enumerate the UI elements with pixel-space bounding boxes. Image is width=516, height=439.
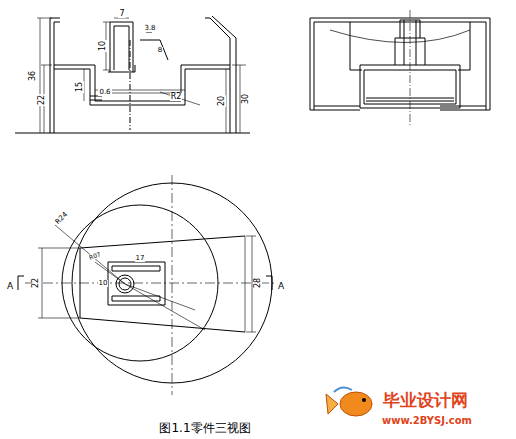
dimension-text: A bbox=[277, 282, 285, 291]
dimension-text: 20 bbox=[218, 95, 226, 107]
dimension-text: 0.6 bbox=[98, 89, 111, 96]
dimension-text: 28 bbox=[254, 277, 262, 289]
figure-caption: 图1.1零件三视图 bbox=[159, 420, 250, 437]
top-view bbox=[18, 175, 280, 395]
front-view bbox=[15, 16, 250, 133]
dimension-text: 36 bbox=[29, 70, 37, 82]
dimension-text: 17 bbox=[135, 255, 146, 262]
dimension-text: 3.8 bbox=[143, 25, 156, 32]
watermark-url: www.2BYSJ.com bbox=[381, 416, 473, 426]
watermark-title: 毕业设计网 bbox=[382, 392, 469, 409]
dimension-text: R2 bbox=[170, 93, 183, 101]
dimension-text: 8 bbox=[157, 47, 163, 54]
dimension-text: A bbox=[6, 282, 14, 291]
dimension-text: 7 bbox=[118, 10, 125, 18]
dimension-text: 10 bbox=[98, 280, 109, 287]
watermark-logo bbox=[326, 387, 372, 416]
dimension-text: 22 bbox=[38, 94, 46, 106]
dimension-text: R24 bbox=[54, 210, 70, 226]
dimension-text: 30 bbox=[242, 93, 250, 105]
dimension-text: 22 bbox=[32, 277, 40, 289]
dimension-text: 15 bbox=[76, 81, 84, 93]
dimension-text: R07 bbox=[87, 251, 102, 261]
dimension-text: 10 bbox=[99, 40, 107, 52]
side-view bbox=[310, 10, 490, 125]
